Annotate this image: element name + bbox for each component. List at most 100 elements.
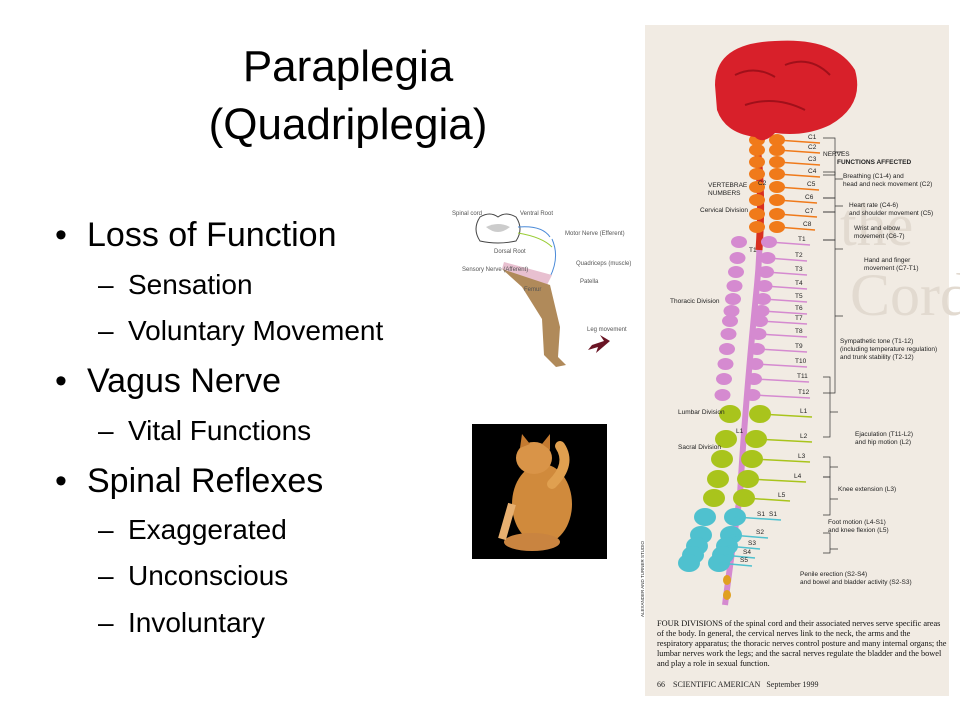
cervical-division-label: Cervical Division bbox=[700, 207, 749, 214]
coccyx bbox=[723, 590, 731, 600]
nerve-label-c3: C3 bbox=[808, 156, 817, 163]
function-line: (including temperature regulation) bbox=[840, 346, 938, 353]
sacral-division-label: Sacral Division bbox=[678, 444, 721, 451]
spinal-column-illustration bbox=[678, 40, 858, 606]
credit-text: ALEXANDER AND TURNER STUDIO bbox=[639, 541, 645, 617]
function-bracket bbox=[823, 197, 843, 213]
function-line: and trunk stability (T2-12) bbox=[840, 354, 914, 361]
function-bracket bbox=[823, 211, 843, 250]
vertebra bbox=[749, 181, 765, 193]
nerve-label-l3: L3 bbox=[798, 453, 806, 460]
label-dorsal-root: Dorsal Root bbox=[494, 249, 526, 255]
slide-title-line2: (Quadriplegia) bbox=[208, 100, 488, 149]
function-line: and shoulder movement (C5) bbox=[849, 210, 934, 217]
functions-heading: FUNCTIONS AFFECTED bbox=[837, 159, 912, 166]
vertebra-c2-label: C2 bbox=[758, 180, 767, 187]
label-femur: Femur bbox=[524, 287, 542, 293]
caption-body: of the spinal cord and their associated … bbox=[657, 619, 947, 668]
vertebra bbox=[728, 266, 744, 278]
bullet-spinal-reflexes: Spinal Reflexes bbox=[55, 462, 323, 501]
function-affected: Sympathetic tone (T1-12)(including tempe… bbox=[840, 338, 937, 362]
nerve-line bbox=[758, 333, 808, 338]
nerve-label-c5: C5 bbox=[807, 181, 816, 188]
vertebra bbox=[729, 252, 746, 264]
nerve-line bbox=[776, 226, 816, 231]
vertebra bbox=[715, 430, 737, 448]
figure-caption: FOUR DIVISIONS of the spinal cord and th… bbox=[657, 619, 947, 669]
sub-bullet-unconscious: Unconscious bbox=[98, 560, 288, 592]
nerve-line bbox=[755, 438, 813, 443]
nerve-label-t5: T5 bbox=[795, 293, 803, 300]
nerve-line bbox=[776, 213, 818, 218]
sub-bullet-vital-functions: Vital Functions bbox=[98, 415, 311, 447]
vertebra bbox=[719, 343, 735, 355]
label-line: NUMBERS bbox=[708, 190, 741, 197]
function-line: movement (C7-T1) bbox=[864, 265, 919, 272]
caption-lead: FOUR DIVISIONS bbox=[657, 619, 723, 628]
nerve-label-t2: T2 bbox=[795, 252, 803, 259]
label-spinal-cord: Spinal cord bbox=[452, 211, 483, 217]
nerve-line bbox=[718, 562, 753, 567]
nerve-label-t4: T4 bbox=[795, 280, 803, 287]
nerve-line bbox=[759, 320, 808, 325]
issue-date: September 1999 bbox=[766, 680, 819, 689]
cat-scratching-photo bbox=[472, 424, 607, 559]
sub-bullet-exaggerated: Exaggerated bbox=[98, 514, 287, 546]
nerve-label-l2: L2 bbox=[800, 433, 808, 440]
nerve-label-c6: C6 bbox=[805, 194, 814, 201]
nerve-line bbox=[776, 173, 821, 178]
vertebra bbox=[714, 389, 731, 401]
function-line: Penile erection (S2-S4) bbox=[800, 571, 868, 578]
label-sensory-nerve: Sensory Nerve (Afferent) bbox=[462, 267, 529, 273]
nerve-line bbox=[722, 554, 756, 559]
vertebra bbox=[749, 208, 765, 220]
vertebra bbox=[717, 358, 734, 370]
nerve-line bbox=[765, 271, 808, 276]
nerve-label-l1: L1 bbox=[800, 408, 808, 415]
nerve-label-t9: T9 bbox=[795, 343, 803, 350]
nerve-line bbox=[752, 394, 811, 399]
function-bracket bbox=[823, 137, 843, 176]
vertebra bbox=[731, 236, 747, 248]
nerves-label: NERVES bbox=[823, 151, 850, 158]
sub-bullet-voluntary-movement: Voluntary Movement bbox=[98, 315, 383, 347]
function-line: head and neck movement (C2) bbox=[843, 181, 933, 188]
vertebra bbox=[749, 144, 765, 156]
coccyx bbox=[723, 575, 731, 585]
nerve-line bbox=[761, 310, 808, 315]
label-leg-movement: Leg movement bbox=[587, 327, 627, 333]
function-line: movement (C6-7) bbox=[854, 233, 905, 240]
nerve-line bbox=[759, 413, 813, 418]
nerve-line bbox=[755, 363, 808, 368]
nerve-label-t8: T8 bbox=[795, 328, 803, 335]
vertebra bbox=[703, 489, 725, 507]
vertebra bbox=[694, 508, 716, 526]
label-quadriceps: Quadriceps (muscle) bbox=[576, 261, 632, 267]
nerve-line bbox=[764, 285, 808, 290]
vertebra bbox=[749, 156, 765, 168]
nerve-line bbox=[747, 478, 807, 483]
vertebra bbox=[749, 194, 765, 206]
vertebra bbox=[716, 373, 732, 385]
nerve-line bbox=[753, 378, 810, 383]
function-bracket bbox=[823, 532, 838, 554]
function-line: Foot motion (L4-S1) bbox=[828, 519, 886, 526]
magazine-name: SCIENTIFIC AMERICAN bbox=[673, 680, 761, 689]
function-line: and knee flexion (L5) bbox=[828, 527, 889, 534]
nerve-label-s4: S4 bbox=[743, 549, 751, 556]
nerve-label-t11: T11 bbox=[797, 373, 808, 380]
nerve-label-t6: T6 bbox=[795, 305, 803, 312]
background-text: Cord bbox=[850, 262, 960, 328]
label-patella: Patella bbox=[580, 279, 599, 285]
brain bbox=[715, 40, 858, 141]
nerve-label-s2: S2 bbox=[756, 529, 764, 536]
nerve-label-c7: C7 bbox=[805, 208, 814, 215]
nerve-label-s3: S3 bbox=[748, 540, 756, 547]
brain-folds bbox=[734, 60, 831, 111]
vertebra-s1-label: S1 bbox=[757, 511, 765, 518]
page-number: 66 bbox=[657, 680, 665, 689]
function-line: Hand and finger bbox=[864, 257, 911, 264]
